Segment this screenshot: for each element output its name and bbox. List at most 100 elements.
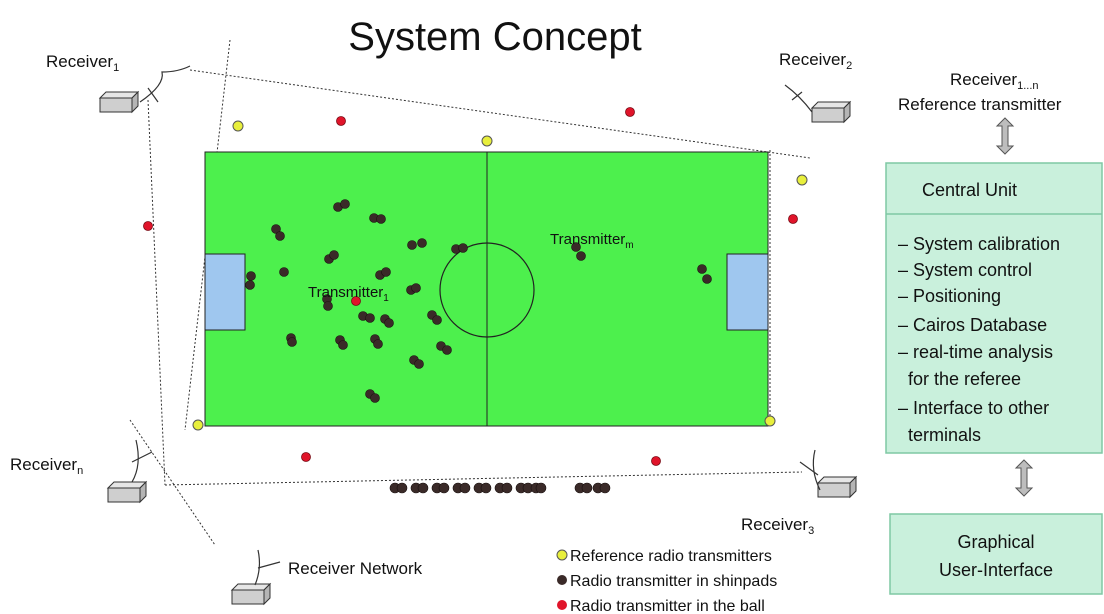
shinpad-transmitter bbox=[381, 267, 391, 277]
legend-marker-shinpads bbox=[557, 575, 567, 585]
receiver-n-label: Receivern bbox=[10, 455, 83, 477]
shinpad-transmitter bbox=[338, 340, 348, 350]
shinpad-transmitter bbox=[571, 242, 581, 252]
shinpad-transmitter bbox=[438, 482, 450, 494]
shinpad-transmitter bbox=[480, 482, 492, 494]
ball-transmitter bbox=[625, 107, 635, 117]
transmitter-m-label: Transmitterm bbox=[550, 231, 634, 251]
transmitter-1-label: Transmitter1 bbox=[308, 284, 389, 304]
receiver-3-label: Receiver3 bbox=[741, 515, 814, 537]
shinpad-transmitter bbox=[287, 337, 297, 347]
receiver-network-label: Receiver Network bbox=[288, 559, 423, 578]
ball-transmitter bbox=[143, 221, 153, 231]
shinpad-transmitter bbox=[417, 238, 427, 248]
central-unit-item: – Cairos Database bbox=[898, 315, 1047, 335]
shinpad-transmitter bbox=[411, 283, 421, 293]
reference-transmitters bbox=[192, 120, 808, 431]
antenna-icon bbox=[131, 439, 139, 483]
receiver-box-icon bbox=[98, 90, 140, 114]
legend: Reference radio transmitters Radio trans… bbox=[556, 548, 777, 614]
shinpad-transmitter bbox=[432, 315, 442, 325]
shinpad-transmitter bbox=[279, 267, 289, 277]
antenna-icon bbox=[812, 449, 821, 491]
shinpad-transmitter bbox=[365, 313, 375, 323]
central-unit-item: – real-time analysis bbox=[898, 342, 1053, 362]
central-unit-item: – System control bbox=[898, 260, 1032, 280]
receiver-box-icon bbox=[106, 480, 148, 504]
antenna-icon bbox=[784, 84, 813, 113]
shinpad-transmitter bbox=[329, 250, 339, 260]
shinpad-transmitter bbox=[459, 482, 471, 494]
shinpad-transmitter bbox=[414, 359, 424, 369]
central-unit-item: – Positioning bbox=[898, 286, 1001, 306]
left-goal-area bbox=[204, 253, 246, 331]
legend-marker-ball bbox=[557, 600, 567, 610]
shinpad-transmitter bbox=[458, 243, 468, 253]
ball-transmitter bbox=[788, 214, 798, 224]
right-goal-area bbox=[726, 253, 769, 331]
receivers-header-label: Receiver1...n bbox=[950, 70, 1039, 92]
shinpad-transmitter bbox=[697, 264, 707, 274]
gui-box bbox=[889, 513, 1103, 595]
legend-label-shinpads: Radio transmitter in shinpads bbox=[570, 573, 777, 590]
shinpad-transmitter bbox=[323, 301, 333, 311]
double-arrow-icon bbox=[1014, 459, 1034, 497]
reference-transmitter bbox=[232, 120, 244, 132]
reference-transmitter bbox=[192, 419, 204, 431]
ball-transmitter bbox=[301, 452, 311, 462]
reference-transmitter bbox=[796, 174, 808, 186]
receiver-n: Receivern bbox=[10, 439, 153, 504]
gui-label-line1: Graphical bbox=[957, 532, 1034, 552]
shinpad-transmitter bbox=[376, 214, 386, 224]
central-unit-item: – Interface to other bbox=[898, 398, 1049, 418]
receiver-box-icon bbox=[810, 100, 852, 124]
antenna-icon bbox=[139, 65, 191, 103]
receiver-box-icon bbox=[816, 475, 858, 499]
shinpad-transmitter bbox=[407, 240, 417, 250]
central-unit-item: for the referee bbox=[898, 369, 1021, 389]
central-unit-item: – System calibration bbox=[898, 234, 1060, 254]
receiver-1: Receiver1 bbox=[46, 52, 191, 114]
shinpad-transmitter bbox=[245, 280, 255, 290]
shinpad-transmitter bbox=[340, 199, 350, 209]
central-unit-title: Central Unit bbox=[922, 180, 1017, 200]
shinpad-transmitter bbox=[275, 231, 285, 241]
reference-transmitter bbox=[764, 415, 776, 427]
ball-transmitters bbox=[143, 107, 798, 466]
double-arrow-icon bbox=[995, 117, 1015, 155]
legend-marker-reference bbox=[556, 549, 568, 561]
shinpad-transmitter bbox=[501, 482, 513, 494]
ball-transmitter bbox=[336, 116, 346, 126]
page-title: System Concept bbox=[348, 15, 641, 59]
receiver-2: Receiver2 bbox=[779, 50, 852, 124]
shinpad-transmitter bbox=[702, 274, 712, 284]
central-unit-item: terminals bbox=[898, 425, 981, 445]
receiver-box-icon bbox=[230, 582, 272, 606]
shinpad-transmitter bbox=[442, 345, 452, 355]
shinpad-transmitter bbox=[370, 393, 380, 403]
receiver-3: Receiver3 bbox=[741, 449, 858, 537]
right-panel: Receiver1...n Reference transmitter Cent… bbox=[885, 70, 1103, 595]
shinpad-transmitters bbox=[245, 199, 712, 494]
shinpad-transmitter bbox=[373, 339, 383, 349]
shinpad-transmitter bbox=[246, 271, 256, 281]
receiver-network: Receiver Network bbox=[230, 549, 423, 606]
receiver-2-label: Receiver2 bbox=[779, 50, 852, 72]
shinpad-transmitter bbox=[581, 482, 593, 494]
soccer-field bbox=[204, 151, 769, 427]
shinpad-transmitter bbox=[599, 482, 611, 494]
receiver-1-label: Receiver1 bbox=[46, 52, 119, 74]
reference-transmitter bbox=[481, 135, 493, 147]
ball-transmitter bbox=[351, 296, 361, 306]
shinpad-transmitter bbox=[535, 482, 547, 494]
reference-transmitter-header-label: Reference transmitter bbox=[898, 95, 1062, 114]
gui-label-line2: User-Interface bbox=[939, 560, 1053, 580]
legend-label-reference: Reference radio transmitters bbox=[570, 548, 772, 565]
center-circle bbox=[439, 242, 535, 338]
ball-transmitter bbox=[651, 456, 661, 466]
shinpad-transmitter bbox=[576, 251, 586, 261]
shinpad-transmitter bbox=[384, 318, 394, 328]
legend-label-ball: Radio transmitter in the ball bbox=[570, 598, 765, 614]
shinpad-transmitter bbox=[417, 482, 429, 494]
